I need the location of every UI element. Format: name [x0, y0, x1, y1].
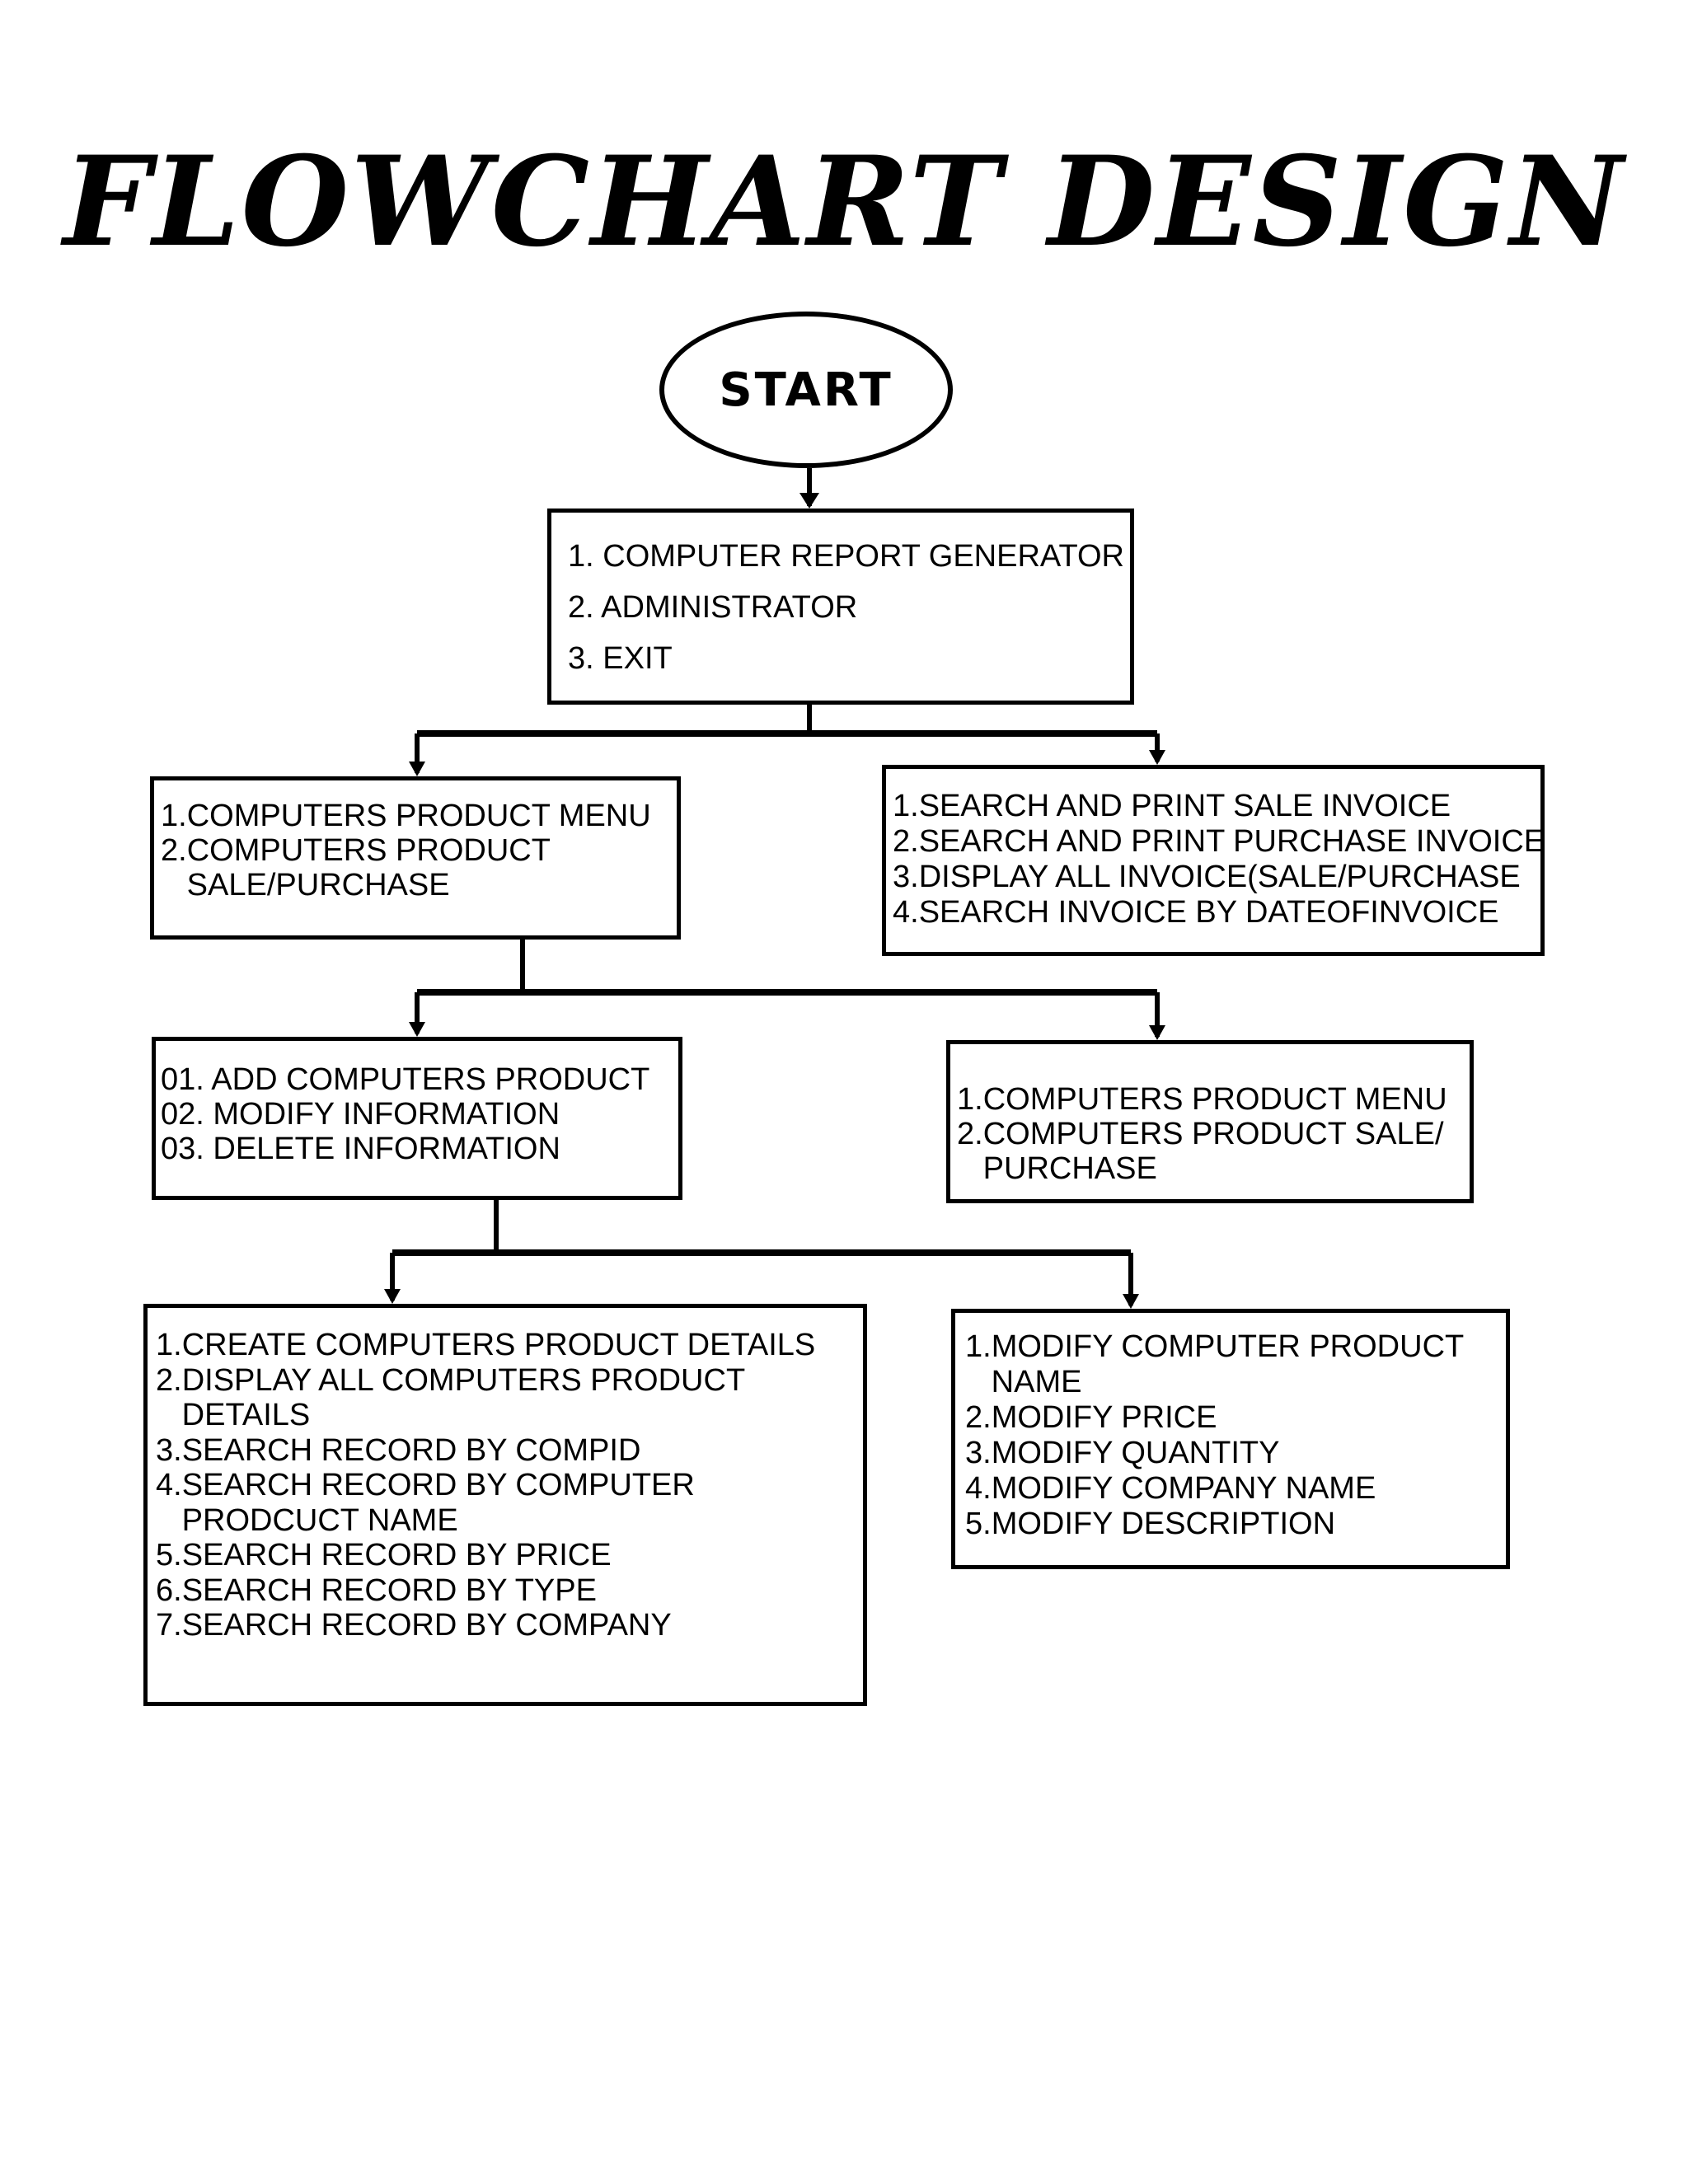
- admin-menu-item: 03. DELETE INFORMATION: [161, 1132, 560, 1166]
- modify-menu-item: 2.MODIFY PRICE: [965, 1400, 1217, 1435]
- product-menu-item: SALE/PURCHASE: [161, 868, 450, 902]
- invoice-menu-item: 3.DISPLAY ALL INVOICE(SALE/PURCHASE: [893, 860, 1521, 894]
- page-title: FLOWCHART DESIGN: [63, 129, 1625, 274]
- arrowhead-split-3-right: [1123, 1294, 1139, 1309]
- arrowhead-split-2-left: [409, 1022, 425, 1037]
- product-menu-item: 1.COMPUTERS PRODUCT MENU: [161, 799, 651, 833]
- main-menu-box: 1. COMPUTER REPORT GENERATOR 2. ADMINIST…: [547, 509, 1134, 705]
- product-menu-item: 2.COMPUTERS PRODUCT: [161, 833, 551, 868]
- modify-menu-item: 3.MODIFY QUANTITY: [965, 1436, 1280, 1470]
- main-menu-item: 2. ADMINISTRATOR: [568, 590, 858, 625]
- modify-menu-box: 1.MODIFY COMPUTER PRODUCT NAME 2.MODIFY …: [951, 1309, 1510, 1569]
- arrowhead-split-1-right: [1149, 750, 1165, 765]
- product-menu-box: 1.COMPUTERS PRODUCT MENU 2.COMPUTERS PRO…: [150, 776, 681, 940]
- records-menu-item: 6.SEARCH RECORD BY TYPE: [156, 1572, 597, 1608]
- records-menu-item: 2.DISPLAY ALL COMPUTERS PRODUCT: [156, 1362, 746, 1398]
- invoice-menu-item: 4.SEARCH INVOICE BY DATEOFINVOICE: [893, 895, 1499, 930]
- invoice-menu-item: 1.SEARCH AND PRINT SALE INVOICE: [893, 789, 1451, 823]
- invoice-menu-item: 2.SEARCH AND PRINT PURCHASE INVOICE: [893, 824, 1545, 859]
- product-menu-2-item: PURCHASE: [957, 1151, 1157, 1186]
- product-menu-box-2: 1.COMPUTERS PRODUCT MENU 2.COMPUTERS PRO…: [946, 1040, 1474, 1203]
- arrowhead-split-1-left: [409, 762, 425, 776]
- main-menu-item: 3. EXIT: [568, 641, 673, 676]
- invoice-menu-box: 1.SEARCH AND PRINT SALE INVOICE 2.SEARCH…: [882, 765, 1545, 956]
- modify-menu-item: NAME: [965, 1365, 1082, 1399]
- main-menu-item: 1. COMPUTER REPORT GENERATOR: [568, 539, 1124, 574]
- arrowhead-start-main: [799, 493, 819, 509]
- records-menu-item: PRODCUCT NAME: [156, 1502, 458, 1538]
- records-menu-item: 4.SEARCH RECORD BY COMPUTER: [156, 1468, 695, 1502]
- admin-menu-box: 01. ADD COMPUTERS PRODUCT 02. MODIFY INF…: [152, 1037, 682, 1200]
- admin-menu-item: 02. MODIFY INFORMATION: [161, 1097, 560, 1132]
- records-menu-box: 1.CREATE COMPUTERS PRODUCT DETAILS 2.DIS…: [143, 1304, 867, 1706]
- modify-menu-item: 4.MODIFY COMPANY NAME: [965, 1471, 1376, 1506]
- records-menu-item: 7.SEARCH RECORD BY COMPANY: [156, 1608, 672, 1643]
- arrowhead-split-3-left: [384, 1289, 401, 1304]
- records-menu-item: 3.SEARCH RECORD BY COMPID: [156, 1432, 641, 1468]
- product-menu-2-item: 1.COMPUTERS PRODUCT MENU: [957, 1082, 1447, 1117]
- records-menu-item: DETAILS: [156, 1398, 311, 1432]
- records-menu-item: 5.SEARCH RECORD BY PRICE: [156, 1538, 612, 1572]
- product-menu-2-item: 2.COMPUTERS PRODUCT SALE/: [957, 1117, 1444, 1151]
- records-menu-item: 1.CREATE COMPUTERS PRODUCT DETAILS: [156, 1328, 816, 1362]
- modify-menu-item: 1.MODIFY COMPUTER PRODUCT: [965, 1329, 1465, 1364]
- modify-menu-item: 5.MODIFY DESCRIPTION: [965, 1507, 1336, 1541]
- arrowhead-split-2-right: [1149, 1025, 1165, 1040]
- admin-menu-item: 01. ADD COMPUTERS PRODUCT: [161, 1062, 650, 1097]
- start-node: START: [659, 312, 953, 468]
